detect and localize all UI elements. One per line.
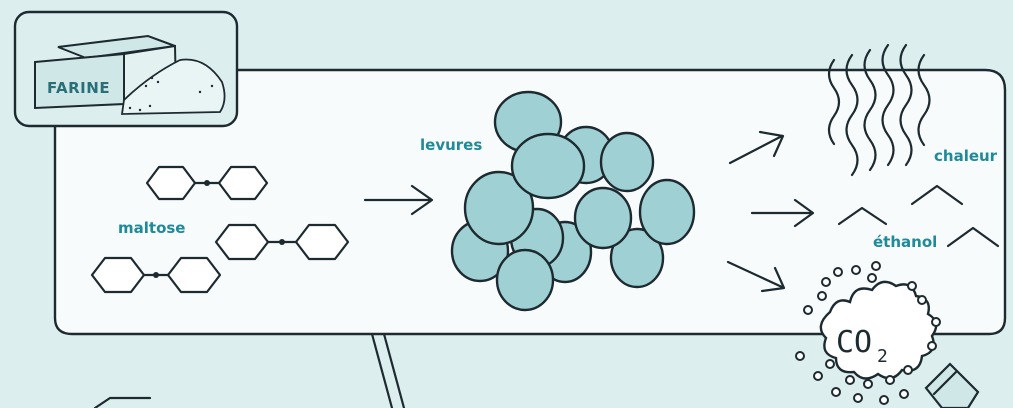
arrow-to-chaleur bbox=[728, 130, 785, 165]
partial-tube-icon bbox=[924, 362, 980, 408]
heat-waves-icon bbox=[827, 43, 931, 177]
partial-bottom-element bbox=[93, 396, 152, 408]
levures-label: levures bbox=[420, 136, 482, 154]
ethanol-label: éthanol bbox=[873, 233, 937, 251]
maltose-molecule-2 bbox=[214, 223, 350, 261]
maltose-molecule-3 bbox=[90, 256, 222, 294]
maltose-molecule-1 bbox=[145, 165, 269, 201]
connector-lines bbox=[370, 332, 406, 408]
arrow-to-yeast bbox=[363, 184, 434, 216]
farine-box: FARINE bbox=[13, 10, 239, 128]
flour-bag-icon: FARINE bbox=[34, 34, 226, 115]
co2-subscript: 2 bbox=[877, 346, 888, 367]
maltose-label: maltose bbox=[118, 219, 185, 237]
farine-label: FARINE bbox=[47, 79, 110, 97]
ethanol-molecules-icon bbox=[837, 184, 1000, 248]
yeast-cluster bbox=[450, 90, 696, 312]
arrow-to-co2 bbox=[726, 260, 786, 293]
co2-bubbles bbox=[795, 261, 941, 405]
chaleur-label: chaleur bbox=[934, 147, 998, 165]
co2-label: CO bbox=[836, 325, 872, 360]
arrow-to-ethanol bbox=[750, 198, 815, 228]
